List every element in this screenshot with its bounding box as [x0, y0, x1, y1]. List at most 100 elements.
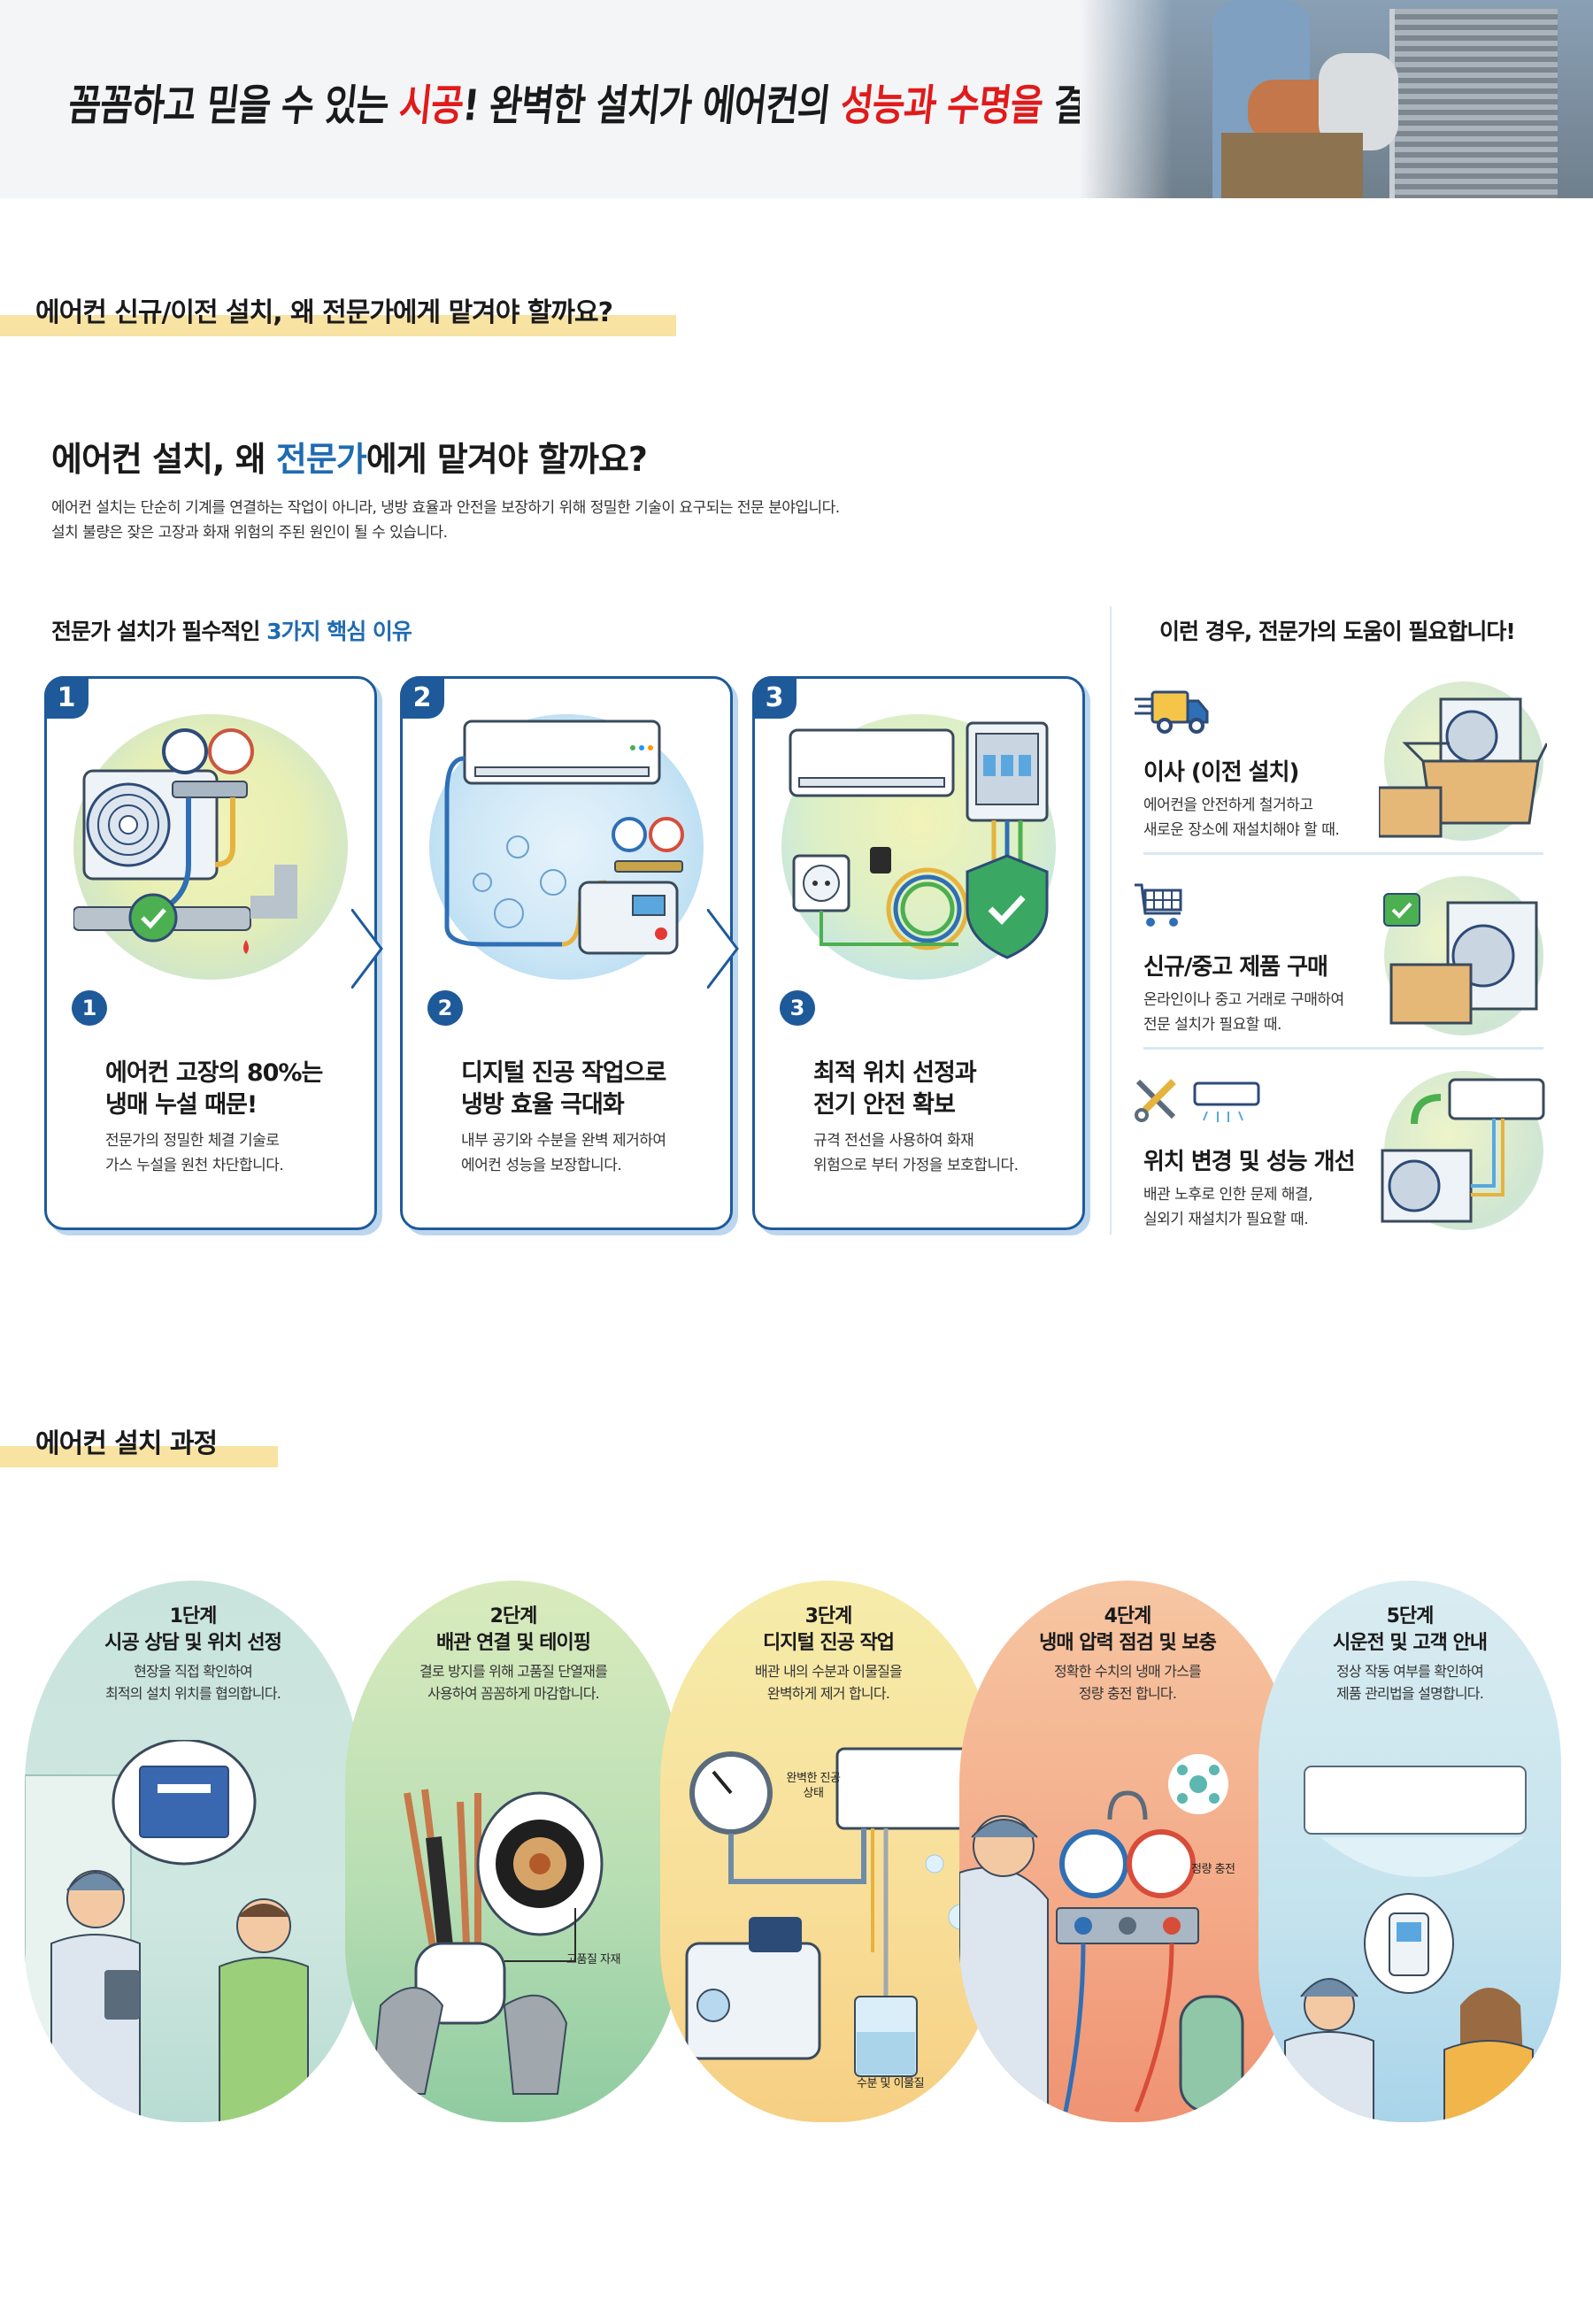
card-number-badge: 2: [400, 676, 444, 719]
help-item-title: 이사 (이전 설치): [1143, 759, 1299, 786]
title-line: 최적 위치 선정과: [813, 1059, 977, 1087]
card-number-badge: 3: [752, 676, 796, 719]
relocate-arrow-icon: [1381, 1078, 1545, 1223]
hero-tagline: 꼼꼼하고 믿을 수 있는 시공! 완벽한 설치가 에어컨의 성능과 수명을 결정…: [65, 71, 1231, 133]
desc-line: 배관 노후로 인한 문제 해결,: [1143, 1186, 1313, 1204]
help-item-purchase: 신규/중고 제품 구매 온라인이나 중고 거래로 구매하여 전문 설치가 필요할…: [1124, 864, 1552, 1050]
step-title: 시공 상담 및 위치 선정: [104, 1632, 282, 1654]
desc-line: 내부 공기와 수분을 완벽 제거하여: [461, 1132, 666, 1150]
help-item-title: 위치 변경 및 성능 개선: [1143, 1149, 1355, 1175]
heading-text: 전문가 설치가 필수적인: [51, 619, 267, 644]
box-icon: [1379, 697, 1547, 838]
vacuum-gauge-illustration: [685, 1747, 997, 2077]
header-highlight: [0, 1446, 278, 1467]
tool-belt: [1221, 133, 1363, 198]
desc-line: 에어컨을 안전하게 철거하고: [1143, 796, 1313, 814]
desc-line: 실외기 재설치가 필요할 때.: [1143, 1211, 1309, 1228]
piping-tape-illustration: [370, 1789, 604, 2095]
section-heading: 에어컨 설치 과정: [35, 1428, 218, 1459]
section-header-why-expert: 에어컨 신규/이전 설치, 왜 전문가에게 맡겨야 할까요?: [0, 297, 681, 336]
tagline-highlight: 시공: [396, 81, 466, 131]
relocation-illustration: [1381, 1071, 1545, 1230]
reason-number: 1: [72, 990, 107, 1026]
refrigerant-leak-illustration: [73, 714, 348, 980]
intro-paragraph: 에어컨 설치는 단순히 기계를 연결하는 작업이 아니라, 냉방 효율과 안전을…: [51, 496, 840, 545]
step-description: 배관 내의 수분과 이물질을 완벽하게 제거 합니다.: [678, 1660, 979, 1705]
help-item-description: 배관 노후로 인한 문제 해결, 실외기 재설치가 필요할 때.: [1143, 1182, 1313, 1232]
desc-line: 결로 방지를 위해 고품질 단열재를: [419, 1663, 608, 1680]
step-title: 냉매 압력 점검 및 보충: [1039, 1632, 1217, 1654]
section-heading: 에어컨 신규/이전 설치, 왜 전문가에게 맡겨야 할까요?: [35, 297, 613, 328]
desc-line: 가스 누설을 원천 차단합니다.: [105, 1157, 284, 1174]
divider: [1143, 852, 1543, 855]
process-step-4: 4단계 냉매 압력 점검 및 보충 정확한 수치의 냉매 가스를 정량 충전 합…: [959, 1581, 1296, 2122]
desc-line: 현장을 직접 확인하여: [134, 1663, 253, 1680]
help-item-title: 신규/중고 제품 구매: [1143, 954, 1328, 981]
tagline-part: 꼼꼼하고 믿을 수 있는: [65, 81, 403, 131]
chevron-right-icon: [351, 909, 383, 989]
step-title: 디지털 진공 작업: [763, 1632, 895, 1654]
vacuum-illustration: [429, 714, 704, 980]
reason-title: 에어컨 고장의 80%는 냉매 누설 때문!: [105, 1058, 371, 1121]
tools-and-ac-icon: [1135, 1079, 1260, 1122]
help-item-relocation: 위치 변경 및 성능 개선 배관 노후로 인한 문제 해결, 실외기 재설치가 …: [1124, 1058, 1552, 1244]
card-number-badge: 1: [44, 676, 88, 719]
title-line: 냉방 효율 극대화: [461, 1091, 625, 1119]
divider: [1143, 1047, 1543, 1050]
desc-line: 정량 충전 합니다.: [1078, 1685, 1177, 1702]
desc-line: 정확한 수치의 냉매 가스를: [1054, 1663, 1202, 1680]
reason-card-2: 2 2 디지털 진공 작업으로 냉방 효율 극대화 내부 공기와 수분을 완벽 …: [400, 676, 739, 1230]
step-description: 결로 방지를 위해 고품질 단열재를 사용하여 꼼꼼하게 마감합니다.: [363, 1660, 664, 1705]
heading-highlight: 3가지 핵심 이유: [266, 619, 412, 644]
step-number: 3단계: [804, 1605, 853, 1628]
new-unit-illustration: [1383, 876, 1543, 1035]
desc-line: 에어컨 성능을 보장합니다.: [461, 1157, 622, 1174]
process-step-3: 3단계 디지털 진공 작업 배관 내의 수분과 이물질을 완벽하게 제거 합니다…: [660, 1581, 997, 2122]
cart-icon: [1135, 883, 1182, 927]
callout-label: 정량 충전: [1191, 1863, 1235, 1876]
reason-description: 전문가의 정밀한 체결 기술로 가스 누설을 원천 차단합니다.: [105, 1128, 371, 1178]
title-text: 에어컨 설치, 왜: [51, 440, 276, 479]
consultation-illustration: [25, 1740, 309, 2122]
test-run-illustration: [1284, 1766, 1534, 2122]
process-step-5: 5단계 시운전 및 고객 안내 정상 작동 여부를 확인하여 제품 관리법을 설…: [1258, 1581, 1561, 2122]
step-number: 4단계: [1104, 1605, 1152, 1628]
help-heading: 이런 경우, 전문가의 도움이 필요합니다!: [1159, 619, 1516, 644]
page-title: 에어컨 설치, 왜 전문가에게 맡겨야 할까요?: [51, 432, 648, 481]
step-number: 5단계: [1386, 1605, 1435, 1628]
reasons-heading: 전문가 설치가 필수적인 3가지 핵심 이유: [51, 614, 412, 646]
step-title: 배관 연결 및 테이핑: [436, 1632, 591, 1654]
desc-line: 최적의 설치 위치를 협의합니다.: [104, 1685, 281, 1702]
callout-label: 완벽한 진공 상태: [786, 1772, 841, 1800]
reason-title: 최적 위치 선정과 전기 안전 확보: [813, 1058, 1079, 1121]
section-header-process: 에어컨 설치 과정: [0, 1428, 283, 1467]
process-step-2: 2단계 배관 연결 및 테이핑 결로 방지를 위해 고품질 단열재를 사용하여 …: [345, 1581, 681, 2122]
desc-line: 전문 설치가 필요할 때.: [1143, 1016, 1281, 1034]
electrical-safety-illustration: [781, 714, 1056, 980]
title-line: 디지털 진공 작업으로: [461, 1059, 666, 1087]
callout-label: 수분 및 이물질: [857, 2077, 925, 2090]
desc-line: 규격 전선을 사용하여 화재: [813, 1132, 974, 1150]
desc-line: 새로운 장소에 재설치해야 할 때.: [1143, 821, 1340, 839]
intro-line: 에어컨 설치는 단순히 기계를 연결하는 작업이 아니라, 냉방 효율과 안전을…: [51, 499, 840, 517]
intro-line: 설치 불량은 잦은 고장과 화재 위험의 주된 원인이 될 수 있습니다.: [51, 524, 448, 542]
tagline-part: ! 완벽한 설치가 에어컨의: [460, 81, 843, 131]
desc-line: 온라인이나 중고 거래로 구매하여: [1143, 991, 1344, 1009]
step-title: 시운전 및 고객 안내: [1333, 1632, 1488, 1654]
title-line: 전기 안전 확보: [813, 1091, 956, 1119]
reason-description: 내부 공기와 수분을 완벽 제거하여 에어컨 성능을 보장합니다.: [461, 1128, 727, 1178]
reason-card-3: 3 3 최적 위치 선정과 전기 안전 확보 규격 전선을 사용하여 화재 위험…: [752, 676, 1085, 1230]
installation-process: 1단계 시공 상담 및 위치 선정 현장을 직접 확인하여 최적의 설치 위치를…: [25, 1581, 1561, 2122]
desc-line: 배관 내의 수분과 이물질을: [755, 1663, 903, 1680]
help-item-description: 에어컨을 안전하게 철거하고 새로운 장소에 재설치해야 할 때.: [1143, 793, 1340, 843]
reason-number: 3: [780, 990, 815, 1026]
step-description: 정확한 수치의 냉매 가스를 정량 충전 합니다.: [977, 1660, 1278, 1705]
tagline-highlight: 성능과 수명을: [838, 81, 1045, 131]
desc-line: 완벽하게 제거 합니다.: [766, 1685, 890, 1702]
callout-label: 고품질 자재: [566, 1953, 620, 1966]
outdoor-unit-icon: [1383, 893, 1538, 1025]
step-number: 1단계: [169, 1605, 218, 1628]
hero-banner: 꼼꼼하고 믿을 수 있는 시공! 완벽한 설치가 에어컨의 성능과 수명을 결정…: [0, 0, 1593, 198]
header-highlight: [0, 315, 676, 336]
step-description: 정상 작동 여부를 확인하여 제품 관리법을 설명합니다.: [1276, 1660, 1543, 1705]
